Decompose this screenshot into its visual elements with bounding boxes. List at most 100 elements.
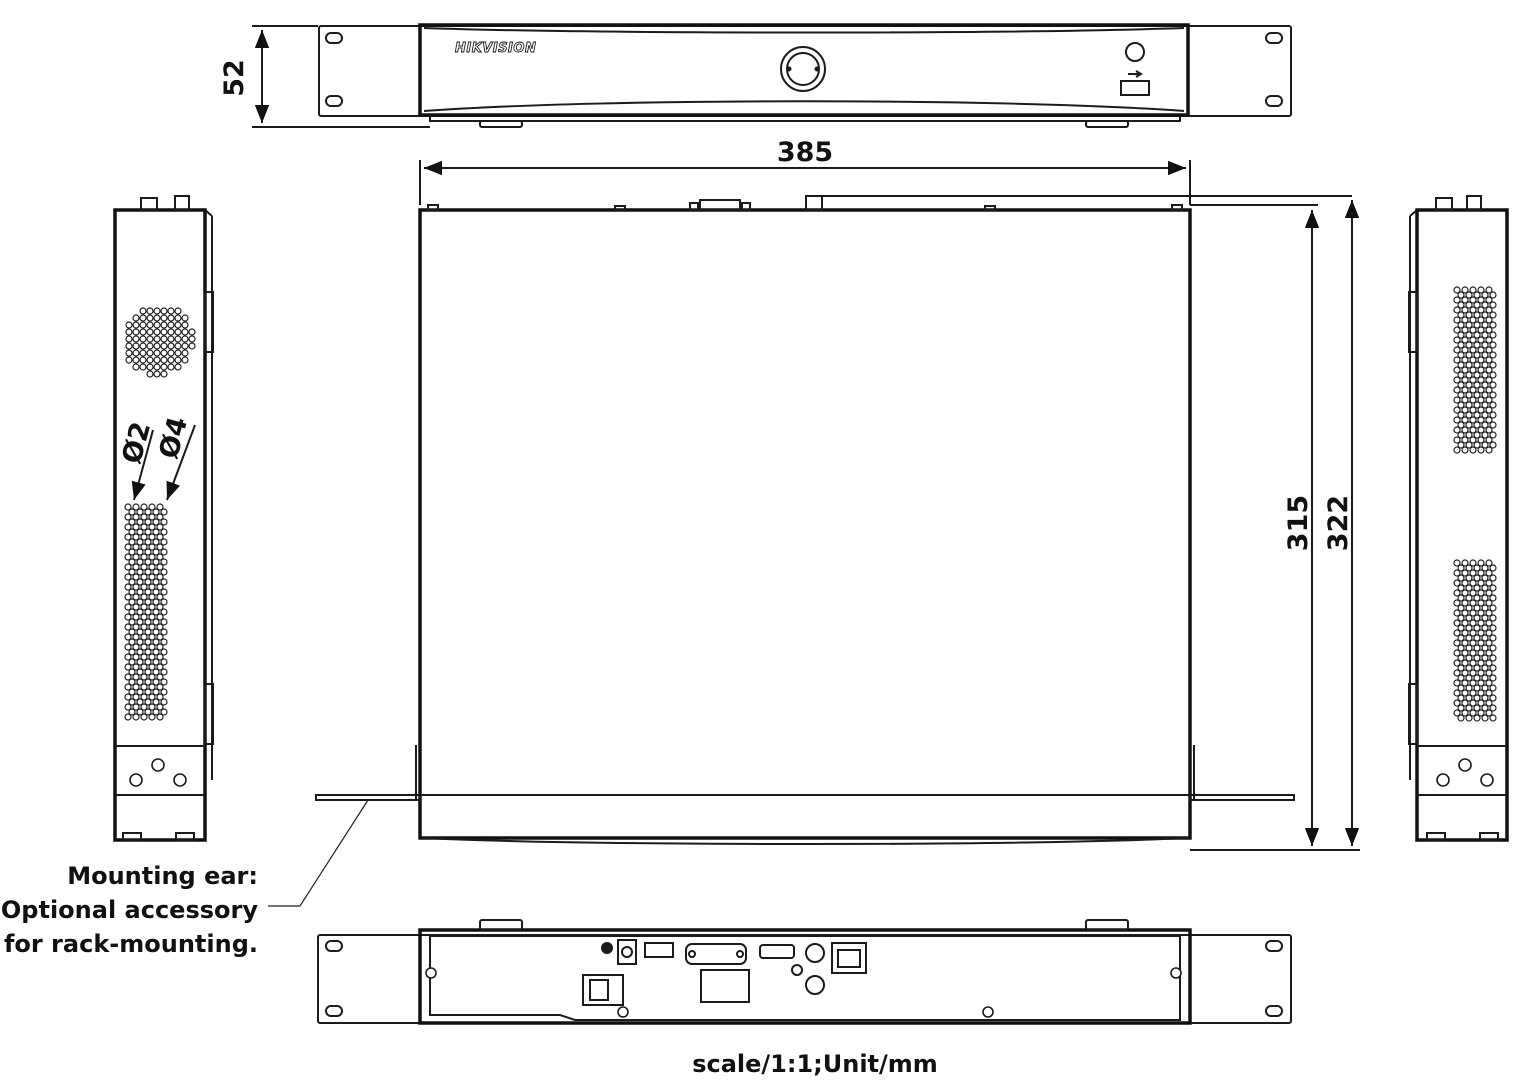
- vent-hole: [1457, 664, 1465, 672]
- vent-hole: [152, 548, 160, 556]
- grille-hole: [132, 363, 140, 371]
- vent-hole: [1457, 614, 1465, 622]
- vent-hole: [132, 523, 140, 531]
- grille-hole: [181, 328, 189, 336]
- vent-hole: [1461, 366, 1469, 374]
- vent-hole: [124, 553, 132, 561]
- vent-hole: [128, 618, 136, 626]
- vent-hole: [152, 528, 160, 536]
- vent-hole: [1469, 699, 1477, 707]
- vent-hole: [132, 623, 140, 631]
- vent-hole: [132, 503, 140, 511]
- vent-hole: [1461, 356, 1469, 364]
- grille-hole: [174, 356, 182, 364]
- vent-hole: [128, 598, 136, 606]
- vent-hole: [1461, 669, 1469, 677]
- vent-hole: [1477, 446, 1485, 454]
- vent-hole: [1485, 316, 1493, 324]
- grille-hole: [146, 328, 154, 336]
- grille-hole: [146, 363, 154, 371]
- vent-hole: [1477, 426, 1485, 434]
- vent-hole: [136, 548, 144, 556]
- vent-hole: [1461, 436, 1469, 444]
- grille-hole: [132, 335, 140, 343]
- vent-hole: [1461, 699, 1469, 707]
- vent-hole: [1457, 574, 1465, 582]
- vent-hole: [136, 588, 144, 596]
- vent-hole: [1477, 376, 1485, 384]
- vent-hole: [156, 683, 164, 691]
- vent-hole: [1461, 709, 1469, 717]
- vent-hole: [1465, 574, 1473, 582]
- vent-hole: [1453, 559, 1461, 567]
- vent-hole: [124, 653, 132, 661]
- vent-hole: [128, 528, 136, 536]
- grille-hole: [167, 314, 175, 322]
- vent-hole: [128, 708, 136, 716]
- vent-hole: [1453, 316, 1461, 324]
- vent-hole: [1465, 684, 1473, 692]
- vent-hole: [136, 558, 144, 566]
- vent-hole: [1469, 669, 1477, 677]
- vent-hole: [128, 578, 136, 586]
- vent-hole: [1473, 401, 1481, 409]
- vent-hole: [128, 628, 136, 636]
- vent-hole: [1473, 704, 1481, 712]
- grille-hole: [139, 321, 147, 329]
- grille-hole: [167, 328, 175, 336]
- grille-hole: [188, 328, 196, 336]
- vent-hole: [1469, 296, 1477, 304]
- vent-hole: [1477, 579, 1485, 587]
- vent-hole: [148, 643, 156, 651]
- vent-hole: [1469, 579, 1477, 587]
- vent-hole: [1461, 336, 1469, 344]
- vent-hole: [1473, 644, 1481, 652]
- vent-hole: [156, 713, 164, 721]
- vent-hole: [1481, 714, 1489, 722]
- vent-hole: [1465, 311, 1473, 319]
- vent-hole: [1473, 574, 1481, 582]
- callout-line-1: Mounting ear:: [67, 862, 258, 890]
- grille-hole: [188, 342, 196, 350]
- grille-hole: [160, 314, 168, 322]
- vent-hole: [1473, 634, 1481, 642]
- vent-hole: [148, 673, 156, 681]
- vent-hole: [1465, 564, 1473, 572]
- vent-hole: [1461, 346, 1469, 354]
- grille-hole: [167, 335, 175, 343]
- vent-hole: [144, 648, 152, 656]
- vent-hole: [160, 558, 168, 566]
- vent-hole: [1469, 649, 1477, 657]
- vent-hole: [136, 578, 144, 586]
- vent-hole: [1457, 341, 1465, 349]
- vent-hole: [1473, 654, 1481, 662]
- vent-hole: [1461, 619, 1469, 627]
- vent-hole: [124, 563, 132, 571]
- vent-hole: [140, 553, 148, 561]
- vent-hole: [144, 598, 152, 606]
- vent-hole: [1457, 624, 1465, 632]
- vent-hole: [1485, 639, 1493, 647]
- vent-hole: [1453, 649, 1461, 657]
- grille-hole: [181, 321, 189, 329]
- vent-hole: [1477, 366, 1485, 374]
- vent-hole: [124, 693, 132, 701]
- vent-hole: [1473, 594, 1481, 602]
- vent-hole: [1485, 426, 1493, 434]
- vent-hole: [132, 593, 140, 601]
- vent-hole: [1465, 614, 1473, 622]
- vent-hole: [1489, 311, 1497, 319]
- vent-hole: [140, 653, 148, 661]
- vent-hole: [1473, 321, 1481, 329]
- rear-view: [317, 919, 1292, 1025]
- vent-hole: [1453, 446, 1461, 454]
- vent-hole: [136, 618, 144, 626]
- vent-hole: [1481, 584, 1489, 592]
- vent-hole: [1465, 331, 1473, 339]
- grille-hole: [125, 321, 133, 329]
- vent-hole: [1489, 584, 1497, 592]
- vent-hole: [144, 528, 152, 536]
- vent-hole: [1469, 609, 1477, 617]
- vent-hole: [1457, 654, 1465, 662]
- vent-hole: [1481, 654, 1489, 662]
